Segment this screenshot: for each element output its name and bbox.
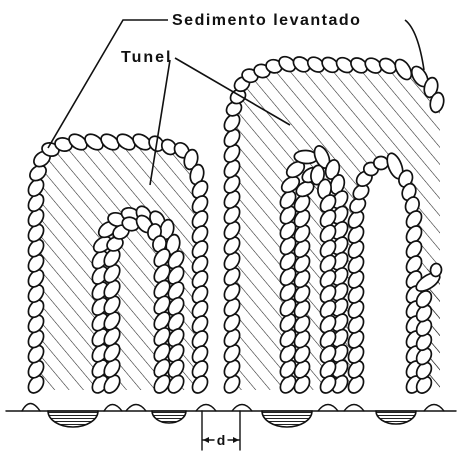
bump <box>104 405 122 412</box>
pit <box>376 411 416 424</box>
base-pits <box>22 404 444 428</box>
bump <box>424 405 444 412</box>
bump <box>344 405 364 412</box>
dimension-d: d <box>202 411 240 450</box>
bump <box>318 405 338 412</box>
sediment-leader-left <box>48 20 168 148</box>
dimension-label: d <box>217 432 226 448</box>
sediment-label: Sedimento levantado <box>172 12 361 29</box>
bump <box>232 405 252 412</box>
pit <box>152 411 186 423</box>
bump <box>22 404 40 412</box>
tunnel-label: Tunel <box>121 49 172 66</box>
pit <box>48 411 98 427</box>
sediment-leader-right <box>405 20 424 70</box>
bump <box>196 405 216 412</box>
braid-link <box>373 156 388 170</box>
bump <box>126 405 146 412</box>
pit <box>262 411 312 427</box>
